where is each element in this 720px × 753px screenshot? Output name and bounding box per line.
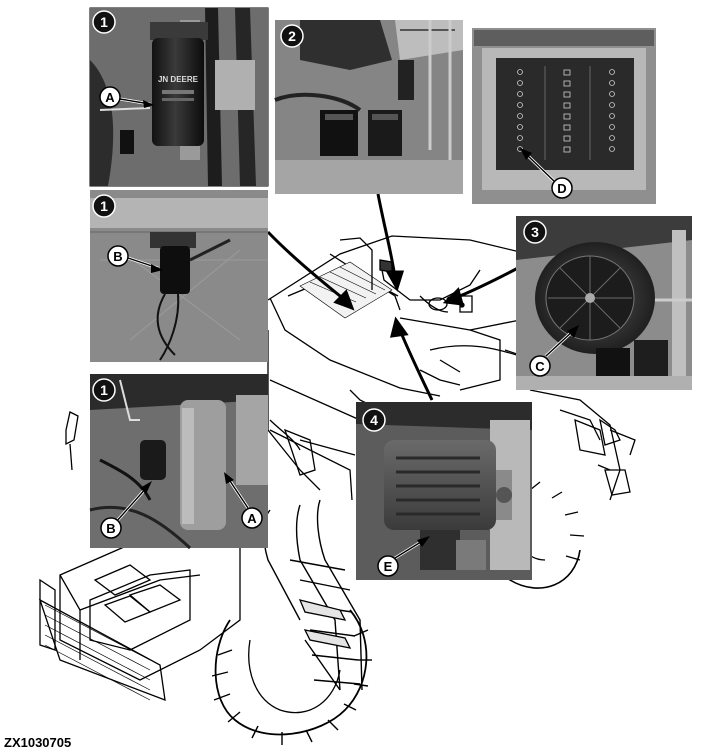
ladder: [263, 499, 363, 691]
filter-bowl: [160, 246, 190, 294]
tire-tread: [211, 629, 372, 745]
panel-number-badge: [523, 220, 547, 244]
photo-panel-4: 4 E: [356, 402, 532, 580]
panel-number-badge: [362, 408, 386, 432]
filter-brand-text: JN DEERE: [158, 75, 199, 84]
reference-code-bg: [0, 733, 82, 751]
arrowhead-panel-1b: [333, 289, 355, 311]
arrow-panel-3-to-roof: [454, 266, 519, 300]
photo-panel-1b: 1 B: [90, 190, 268, 362]
callout-badge: [99, 86, 121, 108]
panel-number-badge: [280, 24, 304, 48]
panel-number: 1: [100, 382, 108, 398]
callout-letter: A: [105, 90, 115, 105]
panel-number: 4: [370, 412, 378, 428]
panel-number-badge: [92, 378, 116, 402]
arrowhead-panel-2: [385, 270, 405, 292]
photo-panel-1a: JN DEERE 1 A: [89, 7, 269, 187]
photo-panel-1c: 1 B A: [89, 374, 268, 550]
panel-number-badge: [92, 194, 116, 218]
indicator-column-3: [609, 69, 615, 152]
callout-letter: B: [113, 249, 122, 264]
photo-panel-3: 3 C: [516, 216, 692, 390]
callout-badge: [107, 245, 129, 267]
callout-letter: A: [247, 511, 257, 526]
reference-code: ZX1030705: [4, 735, 71, 750]
callout-letter: E: [384, 559, 393, 574]
callout-letter: D: [557, 181, 566, 196]
arrowhead-panel-3: [442, 287, 465, 306]
arrow-panel-1b-to-roof: [266, 230, 346, 302]
arrowhead-panel-4: [390, 316, 409, 338]
indicator-icon-grid: [517, 66, 615, 160]
callout-badge: [377, 555, 399, 577]
indicator-column-2: [563, 69, 571, 153]
photo-panel-2: 2: [274, 20, 463, 194]
callout-badge: [529, 355, 551, 377]
pointer-arrows: [266, 193, 519, 401]
panel-number: 1: [100, 14, 108, 30]
front-grille: [44, 604, 151, 701]
panel-number: 1: [100, 198, 108, 214]
panel-number: 2: [288, 28, 296, 44]
photo-panel-d: D: [472, 28, 656, 204]
panel-number: 3: [531, 224, 539, 240]
callout-badge: [100, 517, 122, 539]
callout-letter: C: [535, 359, 545, 374]
callout-badge: [241, 507, 263, 529]
callout-letter: B: [106, 521, 115, 536]
indicator-column-1: [517, 69, 523, 152]
panel-number-badge: [92, 10, 116, 34]
callout-badge: [551, 177, 573, 199]
